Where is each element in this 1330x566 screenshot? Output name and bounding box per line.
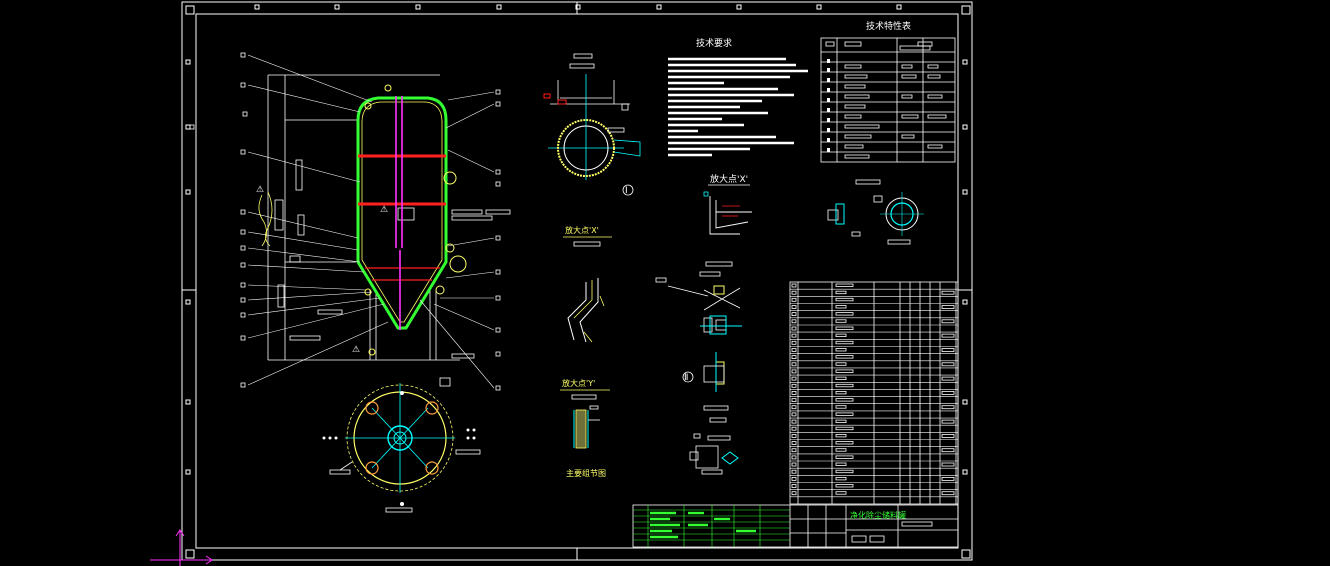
tech-requirements-title: 技术要求 — [696, 37, 732, 49]
view-marker-2: Ⅱ — [684, 373, 688, 383]
detail-y-label: 放大点'Y' — [562, 378, 595, 388]
technical-requirements: 技术要求 — [668, 37, 808, 157]
svg-text:⚠: ⚠ — [256, 185, 264, 195]
tech-characteristics-title: 技术特性表 — [866, 20, 911, 32]
detail-y-sublabel: 主要组节图 — [566, 468, 606, 478]
base-plan-view[interactable] — [322, 377, 481, 513]
svg-text:⚠: ⚠ — [352, 345, 360, 355]
detail-top-right[interactable]: 放大点'X' — [703, 173, 752, 235]
title-block[interactable]: 净化除尘储料罐 — [632, 504, 959, 548]
detail-x[interactable]: 放大点'X' — [563, 225, 612, 343]
detail-tr-label: 放大点'X' — [710, 173, 748, 185]
section-view-top[interactable]: Ⅰ — [543, 53, 641, 196]
detail-x-label: 放大点'X' — [565, 225, 599, 235]
frame-grid-ticks — [182, 2, 972, 560]
ucs-axis-icon — [150, 529, 213, 566]
technical-characteristics-table[interactable]: 技术特性表 — [820, 20, 956, 163]
view-marker-1: Ⅰ — [625, 186, 628, 196]
title-block-name: 净化除尘储料罐 — [850, 510, 906, 520]
flange-view-right[interactable] — [827, 179, 924, 245]
svg-text:⚠: ⚠ — [380, 205, 388, 215]
vessel-elevation[interactable]: ⚠ ⚠ ⚠ — [189, 52, 511, 391]
detail-middle-column[interactable]: Ⅱ — [655, 261, 742, 475]
detail-y[interactable]: 放大点'Y' 主要组节图 — [560, 378, 610, 478]
parts-list-table[interactable] — [789, 281, 959, 505]
